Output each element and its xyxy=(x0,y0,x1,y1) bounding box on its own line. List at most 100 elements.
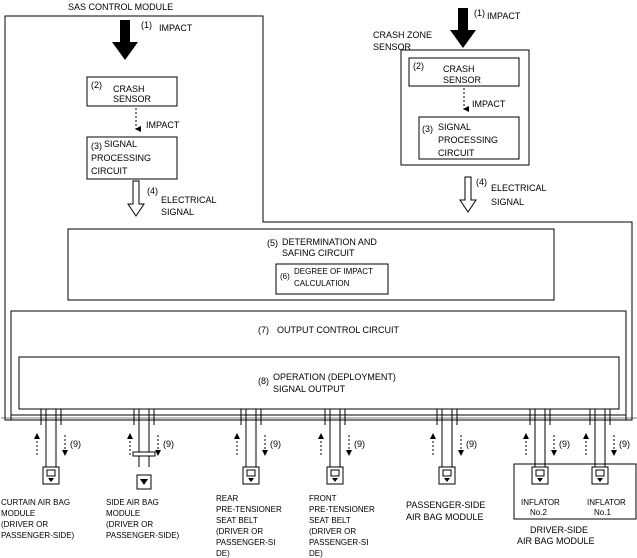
front-inflator-glyph xyxy=(332,478,338,482)
inflator-2-step-label: (9) xyxy=(559,439,570,449)
cz-crash-sensor-step: (2) xyxy=(413,61,424,71)
inflator-1-step-label: (9) xyxy=(619,439,630,449)
right-impact-label: IMPACT xyxy=(487,11,521,21)
curtain-step-label: (9) xyxy=(70,439,81,449)
inflator-2-down-arrowhead xyxy=(551,450,557,456)
inflator-1-inflator-glyph xyxy=(597,478,603,482)
rear-down-arrowhead xyxy=(262,450,268,456)
driver-title-1: DRIVER-SIDE xyxy=(530,525,588,535)
driver-title-2: AIR BAG MODULE xyxy=(517,536,595,546)
curtain-inflator-glyph xyxy=(48,478,54,482)
cz-crash-sensor-line2: SENSOR xyxy=(443,75,482,85)
front-label-1: FRONT xyxy=(309,494,337,503)
curtain-label-2: MODULE xyxy=(1,509,35,518)
passenger-down-arrowhead xyxy=(458,450,464,456)
side-label-1: SIDE AIR BAG xyxy=(106,498,159,507)
side-step-label: (9) xyxy=(163,439,174,449)
determination-line2: SAFING CIRCUIT xyxy=(282,248,355,258)
degree-line1: DEGREE OF IMPACT xyxy=(294,267,373,276)
cz-crash-sensor-line1: CRASH xyxy=(443,64,475,74)
front-step-label: (9) xyxy=(354,439,365,449)
rear-label-5: PASSENGER-SI xyxy=(216,538,275,547)
signal-processing-box xyxy=(86,136,178,180)
cz-signal-step: (3) xyxy=(422,124,433,134)
impact-arrow-right xyxy=(450,8,476,48)
side-up-arrowhead xyxy=(127,433,133,439)
front-label-3: SEAT BELT xyxy=(309,516,351,525)
rear-up-arrowhead xyxy=(234,433,240,439)
curtain-label-3: (DRIVER OR xyxy=(1,520,48,529)
side-down-arrowhead xyxy=(155,450,161,456)
front-label-5: PASSENGER-SI xyxy=(309,538,368,547)
left-impact-inner-label: IMPACT xyxy=(146,120,180,130)
output-control-label: OUTPUT CONTROL CIRCUIT xyxy=(277,325,400,335)
crash-sensor-line1: CRASH xyxy=(113,84,145,94)
front-label-4: (DRIVER OR xyxy=(309,527,356,536)
inflator2-label-1: INFLATOR xyxy=(521,498,560,507)
rear-label-4: (DRIVER OR xyxy=(216,527,263,536)
right-impact-inner-label: IMPACT xyxy=(472,99,506,109)
determination-line1: DETERMINATION AND xyxy=(282,237,377,247)
rear-inflator-glyph xyxy=(248,478,254,482)
electrical-arrow-left xyxy=(127,180,145,217)
signal-processing-step: (3) xyxy=(91,141,102,151)
module-title: SAS CONTROL MODULE xyxy=(68,2,173,12)
side-inflator-glyph xyxy=(140,479,148,485)
left-electrical-line2: SIGNAL xyxy=(161,207,194,217)
inflator-2-inflator-glyph xyxy=(537,478,543,482)
cz-signal-line3: CIRCUIT xyxy=(438,148,475,158)
sas-module-outline xyxy=(4,15,633,421)
inflator-2-up-arrowhead xyxy=(523,433,529,439)
inflator-1-squib-icon xyxy=(595,469,605,477)
right-electrical-line2: SIGNAL xyxy=(491,197,524,207)
output-control-step: (7) xyxy=(258,325,269,335)
crash-zone-crash-sensor-box xyxy=(408,57,520,87)
passenger-inflator-glyph xyxy=(444,478,450,482)
operation-box xyxy=(18,356,620,410)
rear-label-6: DE) xyxy=(216,549,230,558)
front-squib-icon xyxy=(330,469,340,477)
crash-sensor-step: (2) xyxy=(91,80,102,90)
determination-step: (5) xyxy=(267,238,278,248)
passenger-label-2: AIR BAG MODULE xyxy=(406,512,484,522)
curtain-down-arrowhead xyxy=(62,450,68,456)
passenger-up-arrowhead xyxy=(430,433,436,439)
side-label-3: (DRIVER OR xyxy=(106,520,153,529)
crash-zone-title-2: SENSOR xyxy=(373,42,412,52)
rear-label-2: PRE-TENSIONER xyxy=(216,505,282,514)
connector-lines xyxy=(40,409,611,425)
signal-processing-line3: CIRCUIT xyxy=(91,166,128,176)
rear-squib-icon xyxy=(246,469,256,477)
operation-line2: SIGNAL OUTPUT xyxy=(273,384,346,394)
front-down-arrowhead xyxy=(346,450,352,456)
curtain-label-4: PASSENGER-SIDE) xyxy=(1,531,75,540)
passenger-step-label: (9) xyxy=(466,439,477,449)
passenger-squib-icon xyxy=(442,469,452,477)
curtain-squib-icon xyxy=(46,469,56,477)
operation-line1: OPERATION (DEPLOYMENT) xyxy=(273,372,396,382)
electrical-arrow-right xyxy=(459,176,477,213)
right-impact-step: (1) xyxy=(474,8,485,18)
signal-processing-line1: SIGNAL xyxy=(104,139,137,149)
left-impact-label: IMPACT xyxy=(159,23,193,33)
cz-signal-line1: SIGNAL xyxy=(438,122,471,132)
left-electrical-step: (4) xyxy=(147,186,158,196)
left-impact-step: (1) xyxy=(141,20,152,30)
left-electrical-line1: ELECTRICAL xyxy=(161,195,217,205)
side-label-4: PASSENGER-SIDE) xyxy=(106,531,180,540)
front-label-2: PRE-TENSIONER xyxy=(309,505,375,514)
inflator2-label-2: No.2 xyxy=(530,508,547,517)
front-up-arrowhead xyxy=(318,433,324,439)
rear-label-3: SEAT BELT xyxy=(216,516,258,525)
inflator1-label-1: INFLATOR xyxy=(587,498,626,507)
crash-zone-signal-processing-box xyxy=(418,116,520,160)
right-electrical-step: (4) xyxy=(476,177,487,187)
cz-signal-line2: PROCESSING xyxy=(438,135,498,145)
signal-processing-line2: PROCESSING xyxy=(91,153,151,163)
degree-line2: CALCULATION xyxy=(294,279,350,288)
rear-label-1: REAR xyxy=(216,494,238,503)
degree-step: (6) xyxy=(280,272,290,281)
inflator-1-up-arrowhead xyxy=(583,433,589,439)
rear-step-label: (9) xyxy=(270,439,281,449)
